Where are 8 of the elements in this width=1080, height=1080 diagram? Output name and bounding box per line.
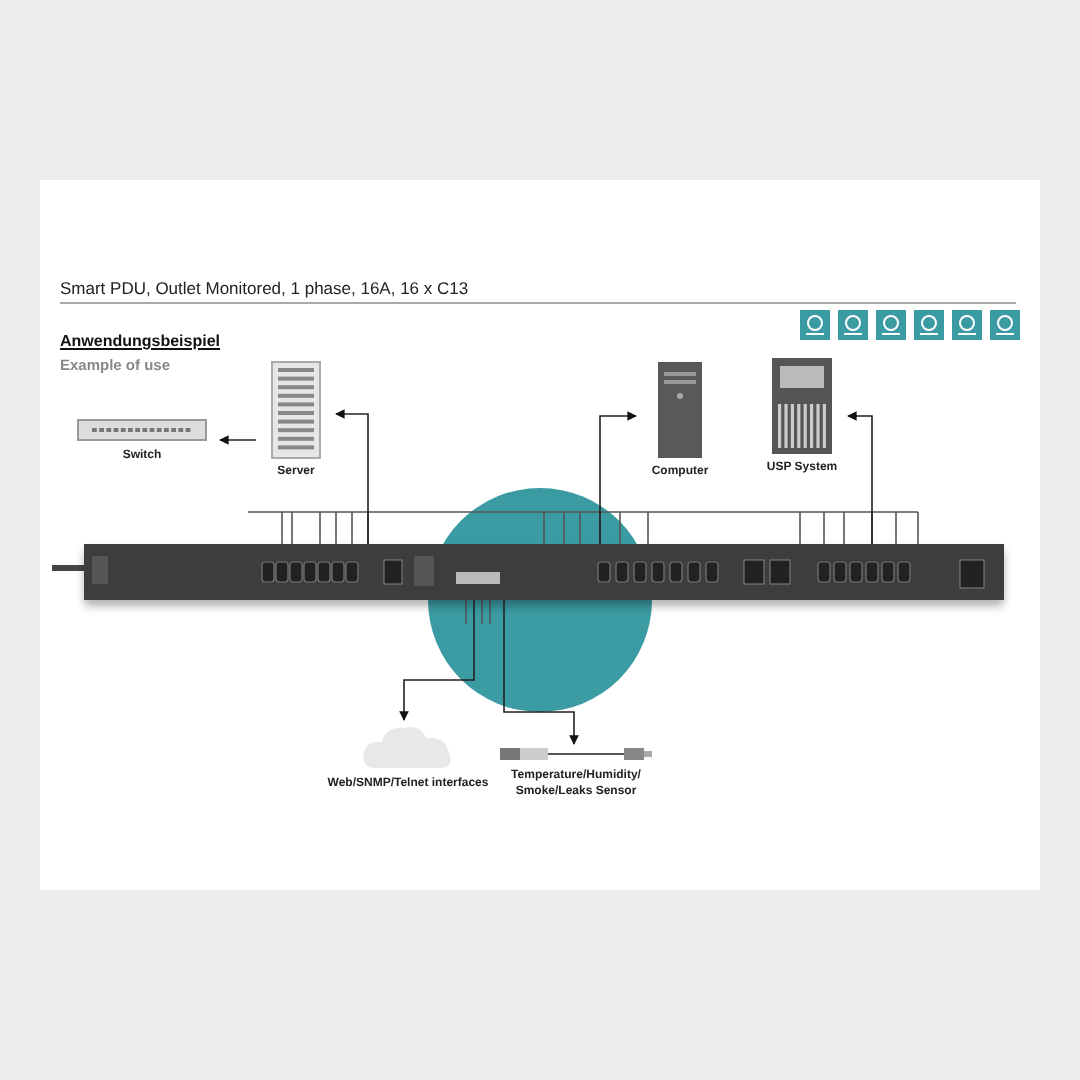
connector-arrow — [399, 599, 475, 721]
connector-arrow — [503, 599, 579, 745]
connector-arrow — [599, 411, 637, 545]
connector-arrow — [847, 411, 873, 545]
connector-arrow — [219, 435, 257, 445]
section-heading: Anwendungsbeispiel — [60, 332, 221, 350]
product-title: Smart PDU, Outlet Monitored, 1 phase, 16A, 16 x C13 — [60, 278, 469, 298]
connector-arrow — [335, 409, 369, 545]
